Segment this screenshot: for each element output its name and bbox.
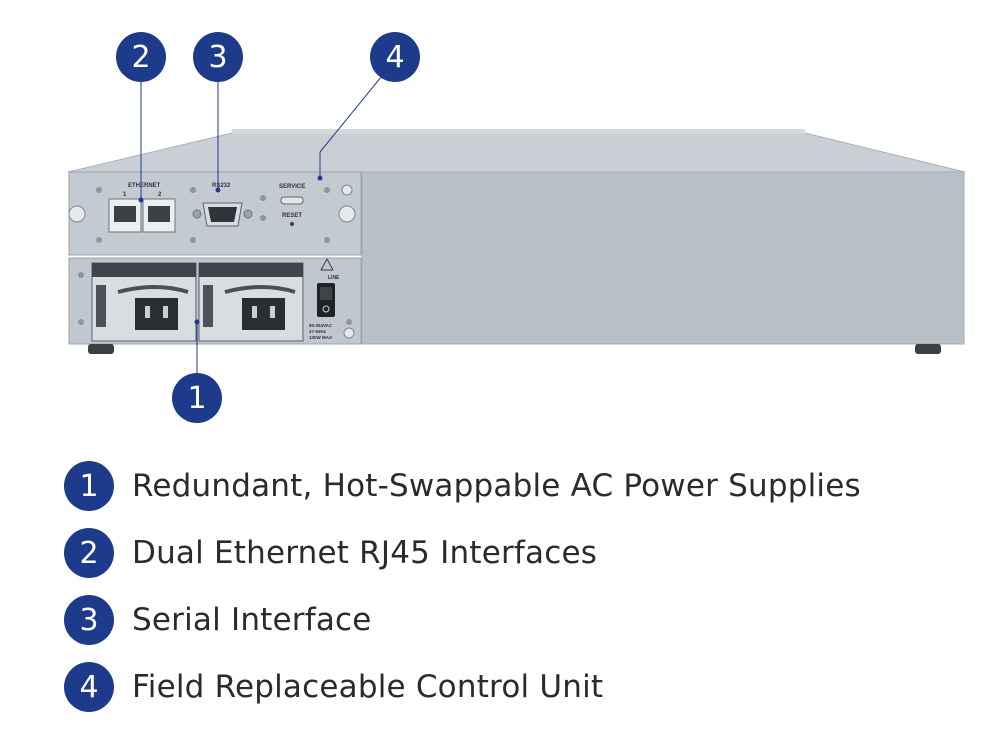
legend-badge-2: 2 bbox=[64, 528, 114, 578]
chassis-right-body bbox=[361, 171, 965, 345]
legend-item-4: 4 Field Replaceable Control Unit bbox=[64, 659, 964, 715]
rating-line-3: 130W MAX bbox=[309, 335, 332, 340]
legend-list: 1 Redundant, Hot-Swappable AC Power Supp… bbox=[64, 458, 964, 726]
reset-label: RESET bbox=[282, 213, 302, 219]
foot-right bbox=[915, 344, 941, 354]
legend-text-3: Serial Interface bbox=[132, 602, 372, 638]
legend-text-1: Redundant, Hot-Swappable AC Power Suppli… bbox=[132, 468, 861, 504]
service-label: SERVICE bbox=[279, 184, 305, 190]
reset-button[interactable] bbox=[290, 222, 294, 226]
rating-line-2: 47-63Hz bbox=[309, 329, 327, 334]
rating-line-1: 90-264VAC bbox=[309, 323, 333, 328]
panel-screws bbox=[78, 187, 352, 325]
callout-badge-3: 3 bbox=[193, 32, 243, 82]
db9-serial-port[interactable] bbox=[192, 202, 253, 227]
eth1-label: 1 bbox=[123, 192, 127, 198]
device-illustration: ETHERNET 1 2 RS232 SERVICE RESET bbox=[67, 32, 966, 423]
chassis-top-lip bbox=[232, 129, 805, 134]
legend-item-3: 3 Serial Interface bbox=[64, 592, 964, 648]
service-usb-port[interactable] bbox=[280, 196, 304, 205]
legend-badge-3: 3 bbox=[64, 595, 114, 645]
legend-item-1: 1 Redundant, Hot-Swappable AC Power Supp… bbox=[64, 458, 964, 514]
thumbscrews bbox=[68, 184, 356, 339]
power-switch[interactable] bbox=[317, 283, 335, 317]
rj45-ports[interactable] bbox=[108, 198, 176, 233]
callout-badge-2: 2 bbox=[116, 32, 166, 82]
line-label: LINE bbox=[328, 275, 340, 281]
legend-item-2: 2 Dual Ethernet RJ45 Interfaces bbox=[64, 525, 964, 581]
psu-module-1[interactable] bbox=[91, 262, 197, 342]
callout-badge-1: 1 bbox=[172, 373, 222, 423]
callout-badge-4: 4 bbox=[370, 32, 420, 82]
chassis-top bbox=[67, 132, 966, 173]
eth2-label: 2 bbox=[158, 192, 162, 198]
ethernet-label: ETHERNET bbox=[128, 183, 161, 189]
warning-icon bbox=[320, 257, 334, 271]
foot-left bbox=[88, 344, 114, 354]
legend-text-4: Field Replaceable Control Unit bbox=[132, 669, 604, 705]
legend-text-2: Dual Ethernet RJ45 Interfaces bbox=[132, 535, 598, 571]
chassis-rear-view: ETHERNET 1 2 RS232 SERVICE RESET bbox=[67, 75, 966, 373]
leader-lines bbox=[138, 75, 383, 373]
legend-badge-1: 1 bbox=[64, 461, 114, 511]
legend-badge-4: 4 bbox=[64, 662, 114, 712]
rs232-label: RS232 bbox=[212, 183, 231, 189]
psu-module-2[interactable] bbox=[198, 262, 304, 342]
